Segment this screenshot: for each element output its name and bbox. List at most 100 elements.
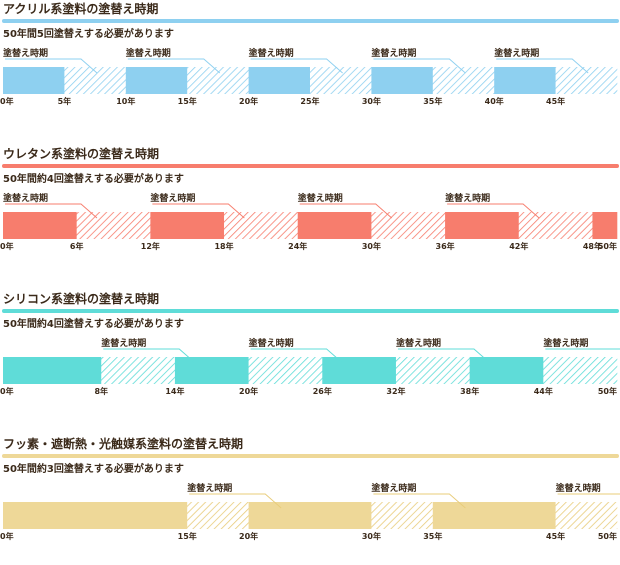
- timeline-segment-solid: [3, 357, 102, 384]
- timeline-segment-hatched: [248, 357, 323, 384]
- callout-leader-line: [299, 203, 393, 219]
- timeline-segment-hatched: [101, 357, 176, 384]
- tick-label: 5年: [58, 96, 72, 106]
- tick-label: 50年: [598, 386, 617, 396]
- section-title-underline: [2, 19, 619, 23]
- timeline-segment-solid: [494, 67, 556, 94]
- tick-label: 45年: [546, 531, 565, 541]
- callout-leader-line: [496, 58, 589, 74]
- section-title: ウレタン系塗料の塗替え時期: [3, 146, 159, 161]
- callout-leader-line: [5, 203, 98, 219]
- timeline-segment-solid: [3, 67, 65, 94]
- tick-label: 48年: [583, 241, 602, 251]
- tick-label: 42年: [509, 241, 528, 251]
- callout-leader-line: [373, 493, 466, 509]
- tick-label: 0年: [0, 96, 14, 106]
- timeline-segment-solid: [3, 502, 188, 529]
- callout-leader-line: [103, 348, 196, 364]
- section-title: アクリル系塗料の塗替え時期: [3, 1, 158, 16]
- callout-leader-line: [250, 348, 343, 364]
- tick-label: 36年: [436, 241, 455, 251]
- tick-label: 12年: [141, 241, 160, 251]
- tick-label: 20年: [239, 96, 258, 106]
- callout-label: 塗替え時期: [445, 192, 490, 204]
- tick-label: 0年: [0, 386, 14, 396]
- timeline-segment-solid: [469, 357, 544, 384]
- tick-label: 25年: [300, 96, 319, 106]
- tick-label: 6年: [70, 241, 84, 251]
- tick-label: 0年: [0, 241, 14, 251]
- tick-label: 38年: [460, 386, 479, 396]
- callout-label: 塗替え時期: [3, 192, 48, 204]
- callout-label: 塗替え時期: [371, 47, 416, 59]
- section-title: フッ素・遮断熱・光触媒系塗料の塗替え時期: [3, 436, 243, 451]
- section-subtitle: 50年間約3回塗替えする必要があります: [3, 462, 184, 475]
- callout-label: 塗替え時期: [187, 482, 232, 494]
- callout-leader-line: [557, 493, 620, 495]
- timeline-segment-hatched: [187, 502, 249, 529]
- callout-label: 塗替え時期: [298, 192, 343, 204]
- callout-leader-line: [127, 58, 221, 74]
- tick-label: 40年: [485, 96, 504, 106]
- tick-label: 30年: [362, 531, 381, 541]
- callout-label: 塗替え時期: [126, 47, 171, 59]
- tick-label: 20年: [239, 531, 258, 541]
- tick-label: 15年: [178, 531, 197, 541]
- tick-label: 15年: [178, 96, 197, 106]
- tick-label: 30年: [362, 241, 381, 251]
- callout-label: 塗替え時期: [556, 482, 601, 494]
- callout-leader-line: [250, 58, 343, 74]
- timeline-segment-hatched: [371, 212, 446, 239]
- section-subtitle: 50年間約4回塗替えする必要があります: [3, 317, 184, 330]
- section-2: ウレタン系塗料の塗替え時期 50年間約4回塗替えする必要があります 0年 6年 12年 1…: [0, 146, 619, 251]
- callout-label: 塗替え時期: [150, 192, 195, 204]
- timeline-segment-solid: [592, 212, 618, 239]
- tick-label: 32年: [386, 386, 405, 396]
- callout-leader-line: [189, 493, 282, 509]
- tick-label: 44年: [534, 386, 553, 396]
- tick-label: 35年: [423, 96, 442, 106]
- callout-label: 塗替え時期: [3, 47, 48, 59]
- tick-label: 20年: [239, 386, 258, 396]
- timeline-segment-hatched: [543, 357, 618, 384]
- tick-label: 30年: [362, 96, 381, 106]
- timeline-segment-solid: [297, 212, 372, 239]
- timeline-segment-hatched: [518, 212, 593, 239]
- callout-label: 塗替え時期: [396, 337, 441, 349]
- section-title-underline: [2, 454, 619, 458]
- callout-leader-line: [397, 348, 491, 364]
- callout-leader-line: [545, 348, 620, 350]
- callout-leader-line: [5, 58, 98, 74]
- timeline-segment-solid: [248, 502, 372, 529]
- timeline-segment-solid: [150, 212, 225, 239]
- timeline-segment-hatched: [371, 502, 434, 529]
- callout-label: 塗替え時期: [249, 337, 294, 349]
- timeline-segment-solid: [3, 212, 77, 239]
- timeline-segment-solid: [445, 212, 520, 239]
- section-4: フッ素・遮断熱・光触媒系塗料の塗替え時期50年間約3回塗替えする必要があります0…: [0, 436, 620, 541]
- timeline-segment-solid: [371, 67, 434, 94]
- timeline-segment-solid: [125, 67, 188, 94]
- callout-leader-line: [447, 203, 540, 219]
- tick-label: 24年: [288, 241, 307, 251]
- callout-label: 塗替え時期: [249, 47, 294, 59]
- section-title-underline: [2, 164, 619, 168]
- timeline-segment-hatched: [224, 212, 299, 239]
- tick-label: 45年: [546, 96, 565, 106]
- callout-leader-line: [373, 58, 466, 74]
- callout-leader-line: [152, 203, 245, 219]
- section-title: シリコン系塗料の塗替え時期: [3, 291, 159, 306]
- tick-label: 18年: [214, 241, 233, 251]
- callout-label: 塗替え時期: [101, 337, 146, 349]
- tick-label: 26年: [313, 386, 332, 396]
- section-subtitle: 50年間約4回塗替えする必要があります: [3, 172, 184, 185]
- section-subtitle: 50年間5回塗替えする必要があります: [3, 27, 174, 40]
- timeline-segment-solid: [174, 357, 249, 384]
- timeline-segment-solid: [432, 502, 556, 529]
- tick-label: 8年: [94, 386, 108, 396]
- callout-label: 塗替え時期: [371, 482, 416, 494]
